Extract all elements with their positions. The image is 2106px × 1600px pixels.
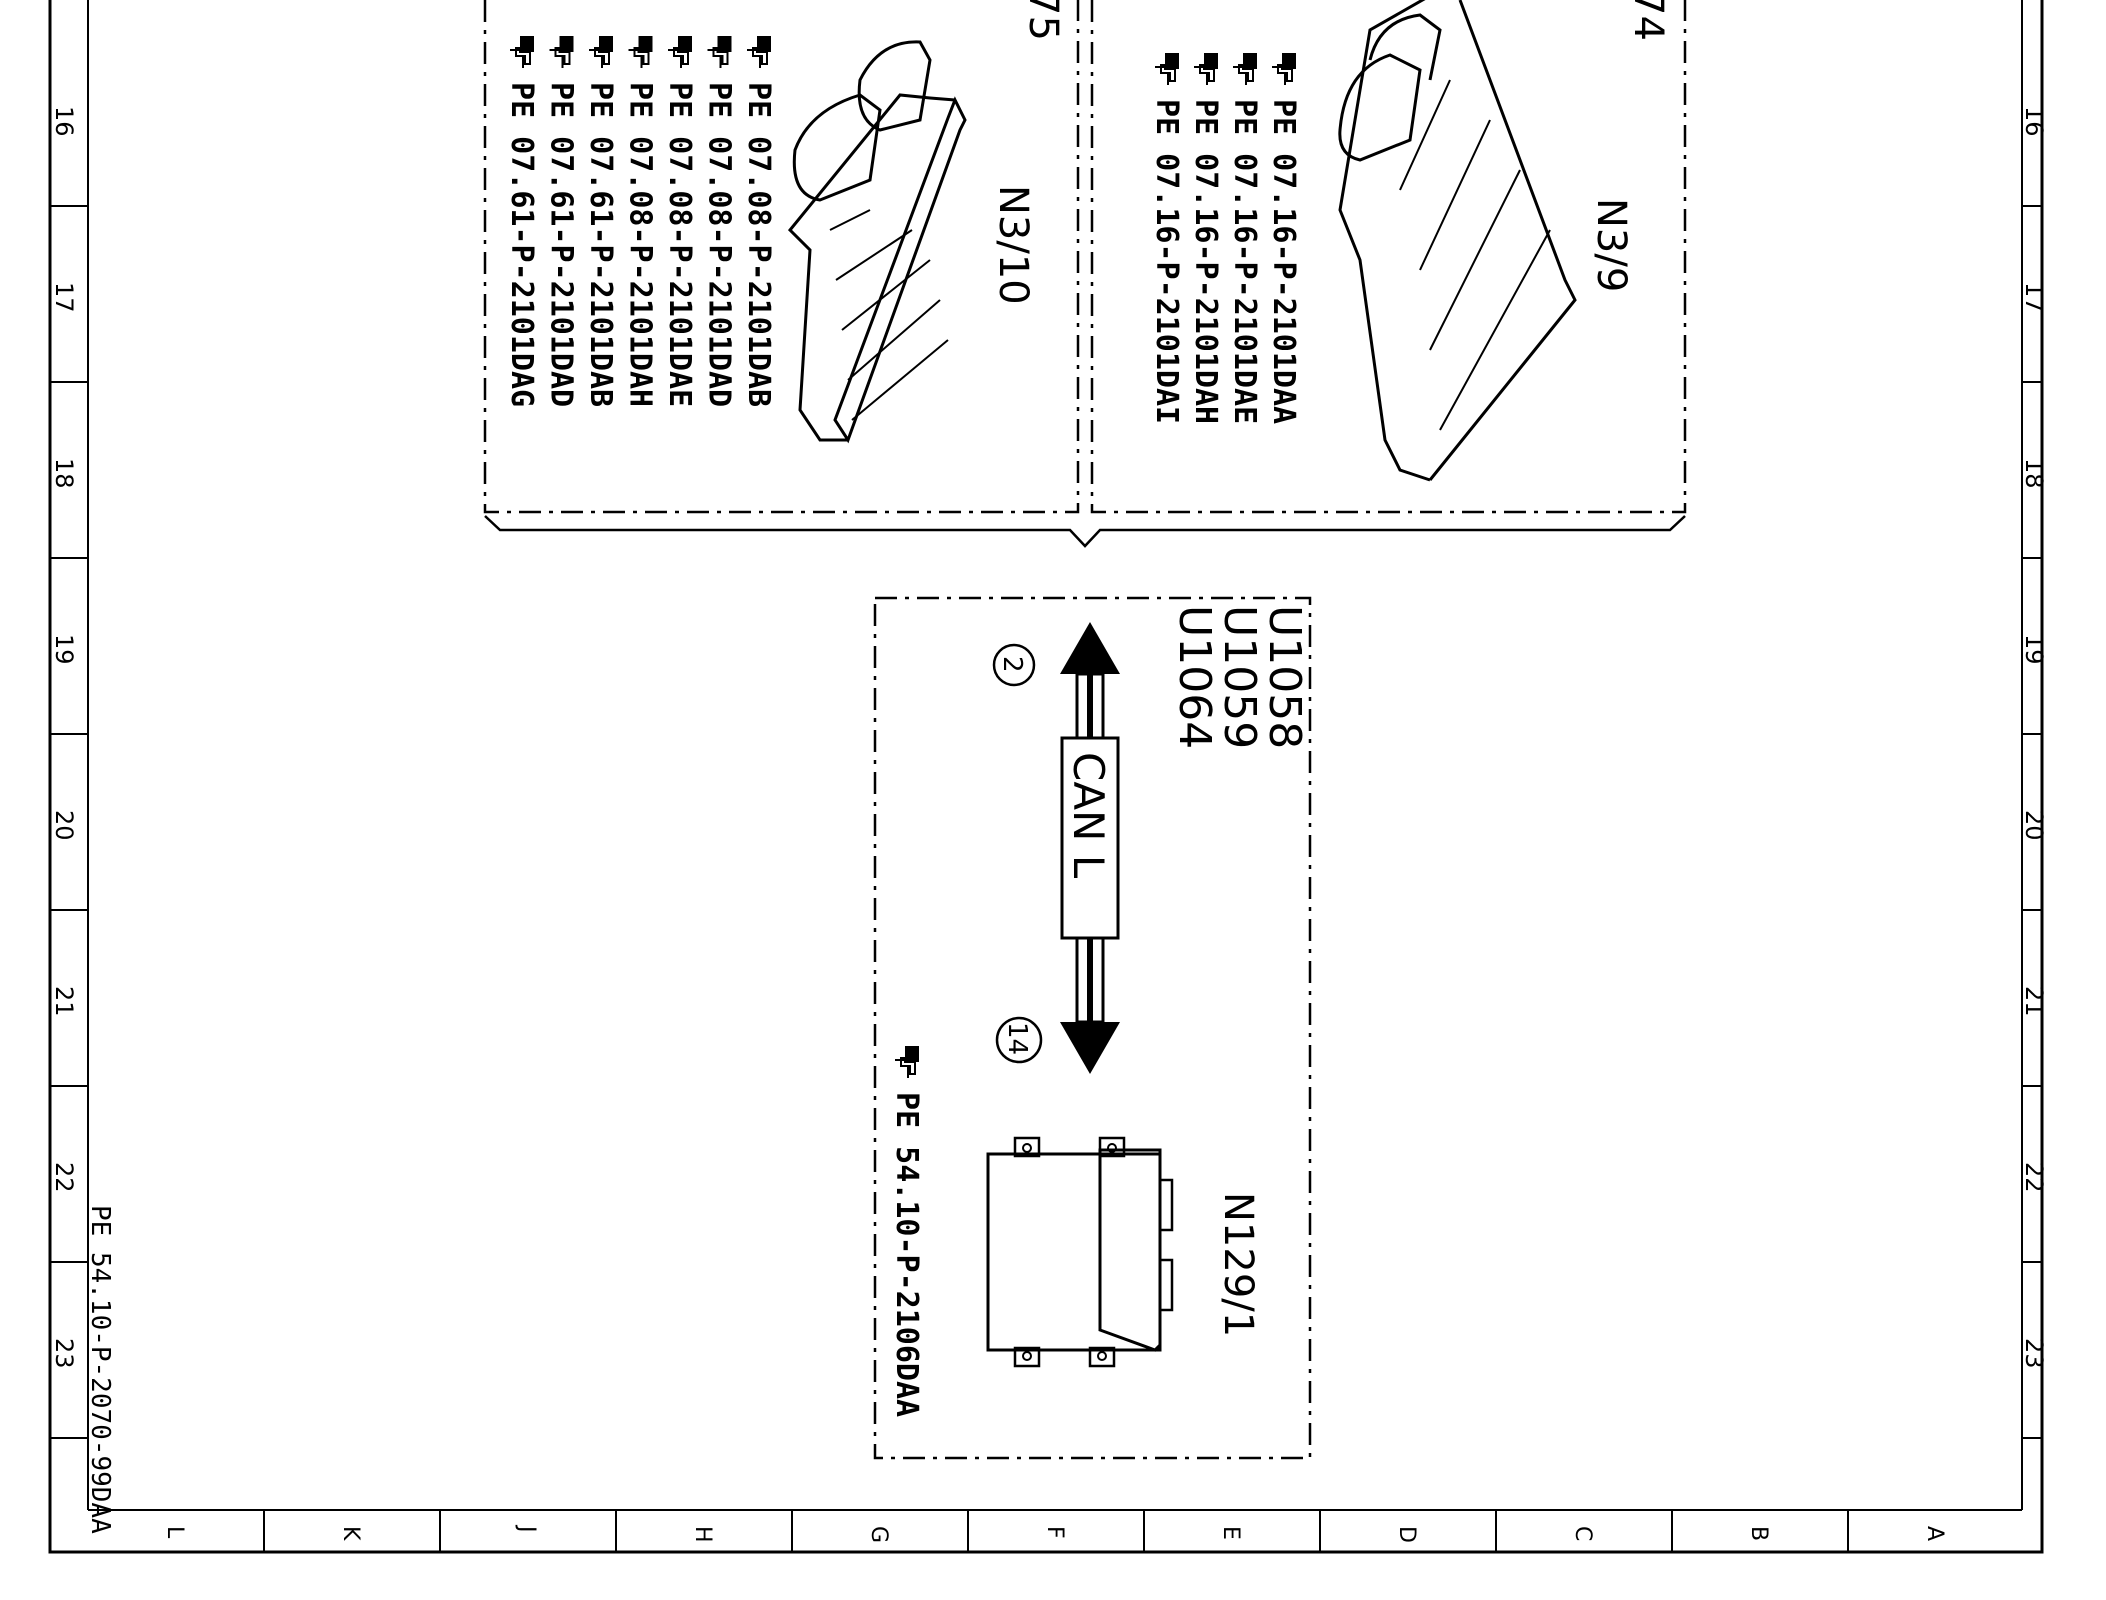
reference-item[interactable]: PE 07.16-P-2101DAI [1149,52,1184,424]
reference-label: PE 07.61-P-2101DAG [504,82,539,407]
col-label: C [1570,1526,1595,1541]
reference-label: PE 07.61-P-2101DAD [544,82,579,407]
pin-14-marker: 14 [995,1016,1043,1064]
pin-2-label: 2 [997,656,1027,673]
n3-10-ecu-icon [787,40,967,444]
upper-module-group [483,0,1687,548]
pointing-hand-book-icon [894,1045,920,1079]
pointing-hand-book-icon [1232,52,1258,86]
reference-item[interactable]: PE 07.08-P-2101DAH [623,35,658,407]
n129-1-module-icon [986,1136,1174,1368]
pointing-hand-book-icon [548,35,575,69]
fault-code: U1059 [1214,605,1265,749]
col-label: L [162,1526,187,1539]
fault-code: U1064 [1169,605,1220,749]
row-label-right: 20 [2020,810,2048,841]
can-l-label: CAN L [1064,752,1113,879]
row-label-right: 16 [2020,106,2048,137]
reference-item[interactable]: PE 07.16-P-2101DAA [1266,52,1301,424]
pointing-hand-book-icon [509,35,535,69]
row-label-left: 23 [50,1338,78,1369]
n3-10-partial-number: 75 [1020,0,1066,41]
pointing-hand-book-icon [588,35,614,69]
row-label-right: 19 [2020,634,2048,665]
row-label-left: 21 [50,986,78,1017]
reference-item[interactable]: PE 07.61-P-2101DAD [544,35,579,407]
reference-item[interactable]: PE 07.61-P-2101DAG [504,35,539,407]
n129-1-id: N129/1 [1215,1192,1261,1337]
reference-item[interactable]: PE 07.16-P-2101DAH [1188,52,1223,424]
row-label-right: 18 [2020,458,2048,489]
n129-1-reference[interactable]: PE 54.10-P-2106DAA [889,1045,924,1417]
row-label-left: 16 [50,106,78,137]
row-label-right: 22 [2020,1162,2048,1193]
reference-item[interactable]: PE 07.61-P-2101DAB [583,35,618,407]
pointing-hand-book-icon [1193,52,1219,86]
n3-9-ecu-icon [1338,0,1577,482]
col-label: D [1394,1526,1419,1543]
drawing-number: PE 54.10-P-2070-99DAA [85,1205,115,1534]
reference-label: PE 07.61-P-2101DAB [583,82,618,407]
fault-code: U1058 [1259,605,1310,749]
pin-14-label: 14 [1002,1022,1032,1055]
reference-item[interactable]: PE 07.08-P-2101DAB [741,35,776,407]
n3-10-id: N3/10 [990,185,1036,305]
reference-label: PE 07.16-P-2101DAE [1227,99,1262,424]
col-label: J [514,1524,539,1533]
pointing-hand-book-icon [1271,52,1297,86]
col-label: E [1218,1526,1243,1540]
row-label-right: 21 [2020,986,2048,1017]
pointing-hand-book-icon [706,35,733,69]
col-label: G [866,1526,891,1543]
pointing-hand-book-icon [667,35,693,69]
row-label-left: 19 [50,634,78,665]
reference-label: PE 07.08-P-2101DAE [662,82,697,407]
col-label: F [1042,1526,1067,1539]
col-label: H [690,1526,715,1543]
n129-1-reference-label: PE 54.10-P-2106DAA [889,1092,924,1417]
pointing-hand-book-icon [627,35,654,69]
pin-2-marker: 2 [992,643,1036,687]
reference-label: PE 07.08-P-2101DAH [623,82,658,407]
row-ticks: 16 16 17 17 18 18 19 19 20 20 21 21 22 22 23 23 [50,106,2048,1439]
n3-9-id: N3/9 [1588,198,1634,292]
n3-9-partial-number: 74 [1625,0,1671,41]
row-label-left: 18 [50,458,78,489]
row-label-right: 17 [2020,282,2048,313]
reference-item[interactable]: PE 07.16-P-2101DAE [1227,52,1262,424]
reference-label: PE 07.16-P-2101DAI [1149,99,1184,424]
col-label: A [1922,1526,1947,1541]
row-label-left: 22 [50,1162,78,1193]
reference-label: PE 07.16-P-2101DAA [1266,99,1301,424]
reference-label: PE 07.08-P-2101DAB [741,82,776,407]
can-l-connection: CAN L [1060,622,1120,1074]
reference-item[interactable]: PE 07.08-P-2101DAE [662,35,697,407]
row-label-left: 17 [50,282,78,313]
pointing-hand-book-icon [1154,52,1180,86]
reference-label: PE 07.16-P-2101DAH [1188,99,1223,424]
reference-label: PE 07.08-P-2101DAD [702,82,737,407]
drawing-frame: 16 16 17 17 18 18 19 19 20 20 21 21 22 22 23 23 L K J H G F E… [48,0,2048,1554]
col-label: K [338,1526,363,1541]
pointing-hand-book-icon [746,35,772,69]
reference-item[interactable]: PE 07.08-P-2101DAD [702,35,737,407]
row-label-right: 23 [2020,1338,2048,1369]
col-label: B [1746,1526,1771,1541]
row-label-left: 20 [50,810,78,841]
